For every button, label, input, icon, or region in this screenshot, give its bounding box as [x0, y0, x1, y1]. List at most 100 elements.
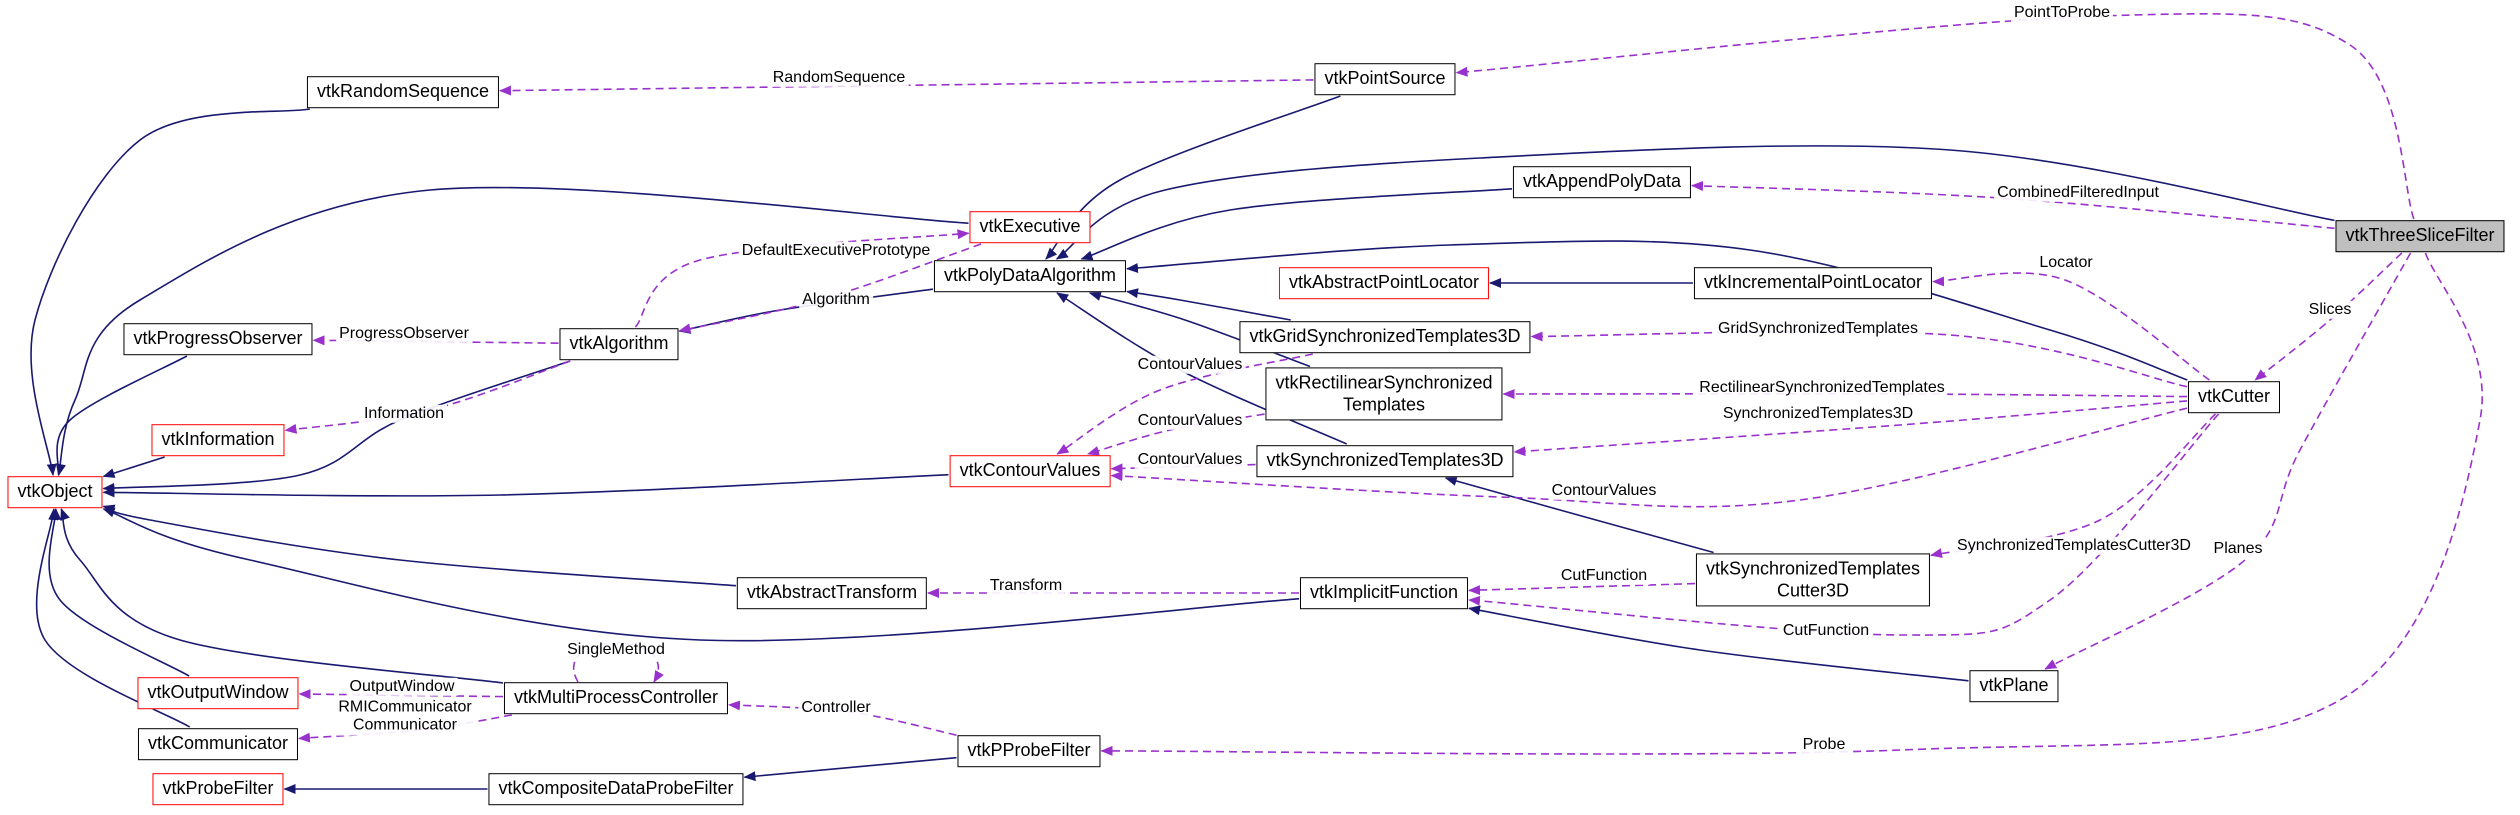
node-label: vtkSynchronizedTemplates — [1705, 558, 1921, 579]
node-vtkPProbeFilter[interactable]: vtkPProbeFilter — [957, 735, 1101, 767]
node-vtkContourValues[interactable]: vtkContourValues — [949, 455, 1111, 487]
node-label: vtkGridSynchronizedTemplates3D — [1249, 326, 1521, 347]
node-label: vtkInformation — [161, 429, 275, 450]
edge-usage-vtkRectilinearSynchronizedTemplates-to-vtkContourValues — [1087, 413, 1265, 456]
node-vtkAbstractTransform[interactable]: vtkAbstractTransform — [736, 577, 928, 609]
edge-usage-vtkCutter-to-vtkGridSynchronizedTemplates3D — [1530, 330, 2188, 388]
node-label: vtkProgressObserver — [133, 328, 303, 349]
edge-inherit-vtkSynchronizedTemplatesCutter3D-to-vtkSynchronizedTemplates3D — [1444, 476, 1714, 554]
edge-usage-vtkMultiProcessController-to-vtkOutputWindow — [298, 689, 504, 700]
node-vtkAppendPolyData[interactable]: vtkAppendPolyData — [1512, 166, 1692, 198]
edge-inherit-vtkGridSynchronizedTemplates3D-to-vtkPolyDataAlgorithm — [1126, 288, 1291, 321]
node-label: vtkOutputWindow — [147, 682, 289, 703]
edge-inherit-vtkContourValues-to-vtkObject — [102, 473, 949, 498]
node-vtkPointSource[interactable]: vtkPointSource — [1314, 63, 1456, 95]
node-label: vtkCommunicator — [147, 733, 289, 754]
node-label: Cutter3D — [1776, 580, 1850, 600]
edge-usage-vtkCutter-to-vtkSynchronizedTemplatesCutter3D — [1930, 413, 2217, 558]
edge-inherit-vtkRectilinearSynchronizedTemplates-to-vtkPolyDataAlgorithm — [1088, 291, 1311, 368]
node-vtkImplicitFunction[interactable]: vtkImplicitFunction — [1299, 577, 1469, 609]
node-vtkAlgorithm[interactable]: vtkAlgorithm — [559, 328, 679, 360]
node-label: vtkAlgorithm — [569, 333, 669, 354]
edge-usage-vtkCutter-to-vtkImplicitFunction — [1468, 413, 2220, 636]
edge-usage-vtkThreeSliceFilter-to-vtkPlane — [2044, 252, 2412, 670]
node-vtkThreeSliceFilter[interactable]: vtkThreeSliceFilter — [2335, 220, 2505, 252]
node-label: vtkAbstractTransform — [746, 582, 918, 603]
node-vtkProgressObserver[interactable]: vtkProgressObserver — [123, 323, 313, 355]
edge-usage-vtkSynchronizedTemplates3D-to-vtkContourValues — [1110, 463, 1256, 474]
edge-inherit-vtkAbstractTransform-to-vtkObject — [102, 504, 737, 587]
node-label: vtkExecutive — [979, 216, 1081, 237]
edge-usage-vtkSynchronizedTemplatesCutter3D-to-vtkImplicitFunction — [1468, 582, 1696, 596]
edge-usage-vtkAlgorithm-to-vtkExecutive — [634, 229, 970, 328]
edge-usage-vtkCutter-to-vtkSynchronizedTemplates3D — [1513, 400, 2188, 457]
node-label: vtkContourValues — [959, 460, 1101, 481]
node-label: vtkAbstractPointLocator — [1288, 272, 1480, 293]
node-label: vtkCutter — [2197, 386, 2271, 407]
edge-usage-vtkCutter-to-vtkIncrementalPointLocator — [1932, 272, 2210, 381]
edge-usage-vtkThreeSliceFilter-to-vtkPProbeFilter — [1100, 252, 2483, 756]
edge-group — [30, 13, 2483, 794]
edge-inherit-vtkThreeSliceFilter-to-vtkPolyDataAlgorithm — [1055, 145, 2335, 260]
edge-usage-vtkMultiProcessController-to-vtkCommunicator — [298, 714, 513, 743]
node-label: vtkObject — [17, 481, 93, 502]
edge-usage-vtkThreeSliceFilter-to-vtkAppendPolyData — [1691, 181, 2335, 230]
node-vtkPlane[interactable]: vtkPlane — [1969, 670, 2059, 702]
edge-usage-vtkAlgorithm-to-vtkProgressObserver — [312, 335, 559, 346]
edge-inherit-vtkPlane-to-vtkImplicitFunction — [1468, 605, 1969, 682]
edge-inherit-vtkAppendPolyData-to-vtkPolyDataAlgorithm — [1080, 188, 1513, 261]
edge-inherit-vtkCommunicator-to-vtkObject — [35, 508, 191, 728]
node-label: vtkPolyDataAlgorithm — [943, 265, 1117, 286]
node-label: vtkMultiProcessController — [513, 687, 719, 708]
edge-inherit-vtkMultiProcessController-to-vtkObject — [60, 508, 504, 684]
edge-usage-vtkCutter-to-vtkContourValues — [1110, 407, 2188, 508]
node-vtkCutter[interactable]: vtkCutter — [2187, 381, 2281, 413]
edge-usage-vtkGridSynchronizedTemplates3D-to-vtkContourValues — [1056, 353, 1313, 455]
node-label: vtkSynchronizedTemplates3D — [1266, 450, 1504, 471]
node-vtkGridSynchronizedTemplates3D[interactable]: vtkGridSynchronizedTemplates3D — [1239, 321, 1531, 353]
node-vtkMultiProcessController[interactable]: vtkMultiProcessController — [503, 682, 729, 714]
edge-usage-vtkThreeSliceFilter-to-vtkCutter — [2254, 252, 2403, 381]
node-vtkIncrementalPointLocator[interactable]: vtkIncrementalPointLocator — [1693, 267, 1933, 299]
edge-inherit-vtkImplicitFunction-to-vtkObject — [102, 507, 1300, 642]
node-vtkCompositeDataProbeFilter[interactable]: vtkCompositeDataProbeFilter — [488, 773, 744, 805]
edge-inherit-vtkRandomSequence-to-vtkObject — [30, 108, 311, 476]
node-label: vtkRectilinearSynchronized — [1275, 372, 1493, 393]
edge-usage-vtkCutter-to-vtkRectilinearSynchronizedTemplates — [1502, 388, 2188, 399]
edge-inherit-vtkPProbeFilter-to-vtkCompositeDataProbeFilter — [743, 756, 957, 782]
node-label: vtkPointSource — [1324, 68, 1446, 89]
edge-inherit-vtkExecutive-to-vtkObject — [56, 186, 969, 476]
node-vtkCommunicator[interactable]: vtkCommunicator — [137, 728, 299, 760]
edge-inherit-vtkProgressObserver-to-vtkObject — [55, 355, 188, 476]
node-vtkInformation[interactable]: vtkInformation — [151, 424, 285, 456]
node-vtkObject[interactable]: vtkObject — [7, 476, 103, 508]
edge-usage-vtkPointSource-to-vtkRandomSequence — [499, 79, 1314, 96]
node-vtkExecutive[interactable]: vtkExecutive — [969, 211, 1091, 243]
node-label: vtkAppendPolyData — [1522, 171, 1682, 192]
edge-usage-vtkAlgorithm-to-vtkInformation — [284, 360, 571, 434]
node-label: vtkCompositeDataProbeFilter — [498, 778, 734, 799]
node-label: vtkRandomSequence — [316, 81, 490, 102]
edge-inherit-vtkCutter-to-vtkPolyDataAlgorithm — [1126, 240, 2188, 381]
edge-inherit-vtkInformation-to-vtkObject — [102, 456, 165, 478]
node-vtkPolyDataAlgorithm[interactable]: vtkPolyDataAlgorithm — [933, 260, 1127, 292]
node-label: vtkPProbeFilter — [967, 740, 1091, 761]
node-vtkRandomSequence[interactable]: vtkRandomSequence — [306, 76, 500, 108]
node-vtkOutputWindow[interactable]: vtkOutputWindow — [137, 677, 299, 709]
edge-inherit-vtkPolyDataAlgorithm-to-vtkAlgorithm — [678, 288, 934, 334]
node-label: vtkProbeFilter — [162, 778, 274, 799]
node-label: vtkPlane — [1979, 675, 2049, 696]
edge-usage-vtkThreeSliceFilter-to-vtkPointSource — [1455, 13, 2415, 220]
node-label: vtkThreeSliceFilter — [2345, 225, 2495, 246]
edge-usage-vtkPProbeFilter-to-vtkMultiProcessController — [728, 700, 957, 736]
node-label: vtkIncrementalPointLocator — [1703, 272, 1923, 293]
node-vtkAbstractPointLocator[interactable]: vtkAbstractPointLocator — [1278, 267, 1490, 299]
edge-usage-vtkMultiProcessController-to-vtkMultiProcessController — [572, 642, 664, 683]
node-vtkProbeFilter[interactable]: vtkProbeFilter — [152, 773, 284, 805]
edge-inherit-vtkAlgorithm-to-vtkObject — [102, 360, 571, 493]
node-vtkSynchronizedTemplates3D[interactable]: vtkSynchronizedTemplates3D — [1256, 445, 1514, 477]
